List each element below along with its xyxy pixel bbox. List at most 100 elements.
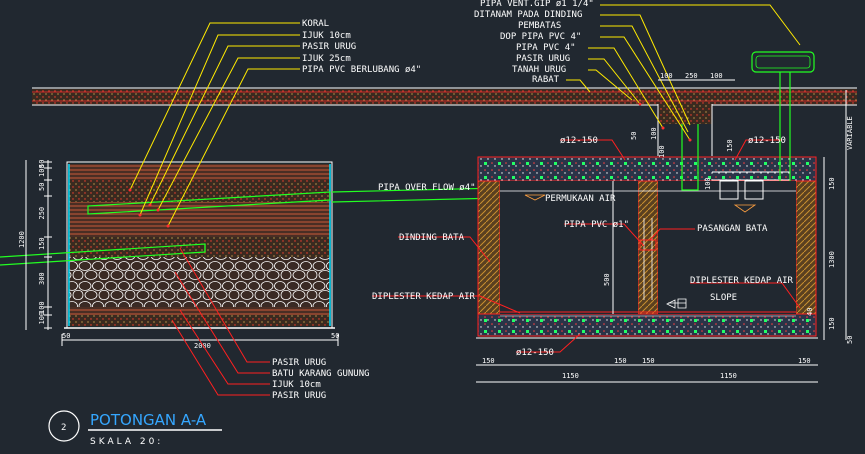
rebar-dot [708, 319, 711, 322]
rebar-dot [652, 162, 655, 165]
rebar-dot [512, 162, 515, 165]
dim-small-100b: 100 [658, 145, 666, 158]
rebar-dot [624, 162, 627, 165]
rebar-dot [666, 176, 669, 179]
label-pasir-urug-b2: PASIR URUG [272, 391, 326, 401]
label-pipa-pvc-1: PIPA PVC ø1" [564, 220, 629, 230]
rebar-dot [568, 319, 571, 322]
rebar-dot [484, 162, 487, 165]
dim-left-6: 100 [38, 301, 46, 314]
rebar-dot [666, 319, 669, 322]
rebar-dot [736, 162, 739, 165]
rebar-dot [526, 330, 529, 333]
dim-right-150a: 150 [828, 177, 836, 190]
rebar-dot [708, 330, 711, 333]
rebar-dot [722, 162, 725, 165]
dim-small-100a: 100 [650, 127, 658, 140]
left-top-leaders [128, 22, 300, 228]
dim-small-50: 50 [630, 132, 638, 140]
rebar-dot [554, 319, 557, 322]
label-koral: KORAL [302, 19, 329, 29]
dim-small-100c: 100 [704, 177, 712, 190]
rebar-dot [512, 319, 515, 322]
rebar-dot [624, 330, 627, 333]
label-ijuk-25: IJUK 25cm [302, 54, 351, 64]
label-ditanam: DITANAM PADA DINDING [474, 10, 582, 20]
rebar-dot [708, 162, 711, 165]
label-diplester-right: DIPLESTER KEDAP AIR [690, 276, 794, 286]
rebar-dot [568, 176, 571, 179]
label-pasangan-bata: PASANGAN BATA [697, 224, 768, 234]
label-batu-karang: BATU KARANG GUNUNG [272, 369, 370, 379]
right-dimensions: 150 1300 150 50 [823, 90, 854, 344]
ground-strip [32, 87, 857, 106]
rebar-dot [512, 176, 515, 179]
dim-left-1: 100 [38, 164, 46, 177]
rebar-dot [792, 176, 795, 179]
label-rebar-top-left: ø12-150 [560, 136, 598, 146]
dim-bot-150d: 150 [798, 357, 811, 365]
label-pipa-pvc-4: PIPA PVC 4" [516, 43, 576, 53]
rebar-dot [484, 330, 487, 333]
rebar-dot [568, 162, 571, 165]
label-pasir-urug-r: PASIR URUG [516, 54, 570, 64]
dim-side-left: 50 [62, 332, 70, 340]
rebar-dot [554, 330, 557, 333]
rebar-dot [792, 330, 795, 333]
rebar-dot [638, 162, 641, 165]
rebar-dot [484, 176, 487, 179]
dim-top-250: 250 [685, 72, 698, 80]
rebar-dot [680, 330, 683, 333]
rebar-dot [582, 319, 585, 322]
right-top-dims: 100 250 100 [658, 72, 735, 81]
rebar-dot [750, 176, 753, 179]
rebar-dot [596, 330, 599, 333]
label-rebar-top-right: ø12-150 [748, 136, 786, 146]
right-top-labels: PIPA VENT.GIP ø1 1/4" DITANAM PADA DINDI… [474, 0, 594, 85]
dim-small-40: 40 [806, 308, 814, 316]
rebar-dot [526, 162, 529, 165]
rebar-dot [778, 330, 781, 333]
rebar-dot [540, 330, 543, 333]
rebar-dot [806, 176, 809, 179]
rebar-dot [610, 162, 613, 165]
label-pipa-over-flow: PIPA OVER FLOW ø4" [378, 183, 476, 193]
rebar-dot [610, 176, 613, 179]
label-dinding-bata: DINDING BATA [399, 233, 465, 243]
label-slope: SLOPE [710, 293, 737, 303]
rebar-dot [526, 176, 529, 179]
right-top-leaders [566, 4, 801, 142]
rebar-dot [554, 162, 557, 165]
label-ijuk-10-b: IJUK 10cm [272, 380, 321, 390]
left-bottom-leaders [171, 247, 270, 396]
dim-left-4: 150 [38, 237, 46, 250]
left-top-labels: KORAL IJUK 10cm PASIR URUG IJUK 25cm PIP… [302, 19, 421, 75]
rebar-dot [694, 319, 697, 322]
rebar-dot [736, 176, 739, 179]
rebar-dot [596, 162, 599, 165]
dim-top-100b: 100 [710, 72, 723, 80]
rebar-dot [582, 330, 585, 333]
rebar-dot [750, 330, 753, 333]
title-block: 2 POTONGAN A-A SKALA 20: [48, 410, 222, 447]
rebar-dot [540, 176, 543, 179]
rebar-dot [708, 176, 711, 179]
rebar-dot [484, 319, 487, 322]
label-variable: VARIABLE [846, 116, 854, 150]
label-rebar-bottom: ø12-150 [516, 348, 554, 358]
rebar-dot [806, 330, 809, 333]
rebar-dot [764, 176, 767, 179]
dim-total-height: 1200 [18, 231, 26, 248]
rebar-dot [694, 176, 697, 179]
rebar-dot [624, 176, 627, 179]
right-bottom-dims: 150 150 150 150 1150 1150 50 100 100 150… [476, 127, 818, 383]
label-pembatas: PEMBATAS [518, 21, 561, 31]
page-title: POTONGAN A-A [90, 411, 207, 429]
rebar-dot [750, 319, 753, 322]
label-pipa-berlubang: PIPA PVC BERLUBANG ø4" [302, 65, 421, 75]
rebar-dot [764, 319, 767, 322]
rebar-dot [596, 319, 599, 322]
right-labels: ø12-150 ø12-150 PERMUKAAN AIR PIPA PVC ø… [372, 116, 854, 358]
